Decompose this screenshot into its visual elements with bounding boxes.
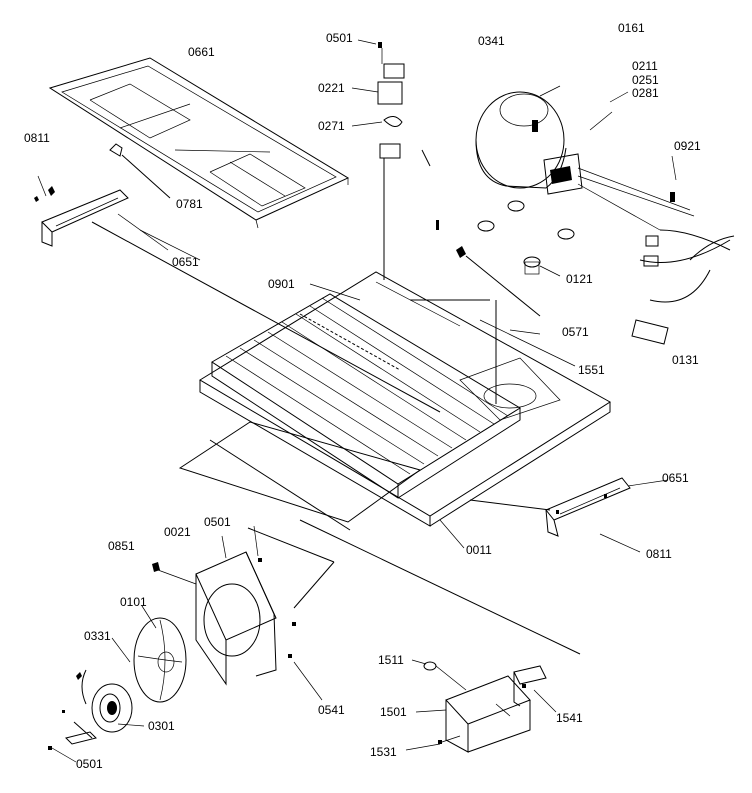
part-0011-base-pan (199, 271, 611, 527)
part-0221-0271-relay-assembly (377, 42, 431, 280)
label-0901: 0901 (268, 277, 295, 291)
label-0651-right: 0651 (662, 471, 689, 485)
part-0131-harness (631, 192, 735, 345)
label-0301: 0301 (148, 719, 175, 733)
label-0121: 0121 (566, 272, 593, 286)
label-0341: 0341 (478, 34, 505, 48)
leader-lines (51, 39, 677, 763)
part-1501-housing (445, 675, 531, 753)
label-1531: 1531 (370, 745, 397, 759)
label-0331: 0331 (84, 629, 111, 643)
label-0811-right: 0811 (646, 547, 672, 561)
label-1541: 1541 (556, 711, 583, 725)
part-0901-evaporator (211, 293, 521, 499)
label-0781: 0781 (176, 197, 203, 211)
label-0101: 0101 (120, 595, 147, 609)
label-0851: 0851 (108, 539, 135, 553)
part-0651-right-bracket (545, 477, 631, 537)
label-0651-left: 0651 (172, 255, 199, 269)
label-0501-mid: 0501 (204, 515, 231, 529)
label-0501-top: 0501 (326, 31, 353, 45)
label-0271: 0271 (318, 119, 345, 133)
part-0021-fan-shroud (152, 551, 296, 686)
part-0211-relay (543, 153, 695, 231)
label-1551: 1551 (578, 363, 605, 377)
part-0101-fan-blade (133, 617, 187, 703)
reference-lines (178, 299, 581, 655)
label-0011: 0011 (466, 543, 492, 557)
label-0921: 0921 (674, 139, 701, 153)
part-0571-clip (436, 220, 541, 317)
label-0541: 0541 (318, 703, 345, 717)
label-1501: 1501 (380, 705, 407, 719)
label-1511: 1511 (378, 653, 404, 667)
label-0571: 0571 (562, 325, 589, 339)
part-0661-cover-panel (48, 57, 350, 229)
part-0121-grommets (477, 200, 575, 275)
label-0221: 0221 (318, 81, 345, 95)
part-1531-screw (438, 735, 461, 744)
label-0161: 0161 (618, 21, 645, 35)
part-1541-bracket (513, 665, 547, 707)
label-0251: 0251 (632, 73, 659, 87)
label-0811-left: 0811 (24, 131, 50, 145)
label-0661: 0661 (188, 45, 215, 59)
label-0281: 0281 (632, 86, 659, 100)
part-0341-compressor (475, 85, 613, 189)
part-0781-clip (109, 143, 171, 199)
label-0501-bottom: 0501 (76, 757, 103, 771)
part-labels: 0501 0341 0161 0661 0221 0211 0251 0281 … (24, 21, 701, 771)
label-0131: 0131 (672, 353, 699, 367)
part-0331-fan-motor (48, 669, 133, 750)
label-0021: 0021 (164, 525, 191, 539)
label-0211: 0211 (632, 59, 658, 73)
part-0811-left-bracket (34, 175, 441, 413)
part-1511-bulb (423, 661, 467, 691)
